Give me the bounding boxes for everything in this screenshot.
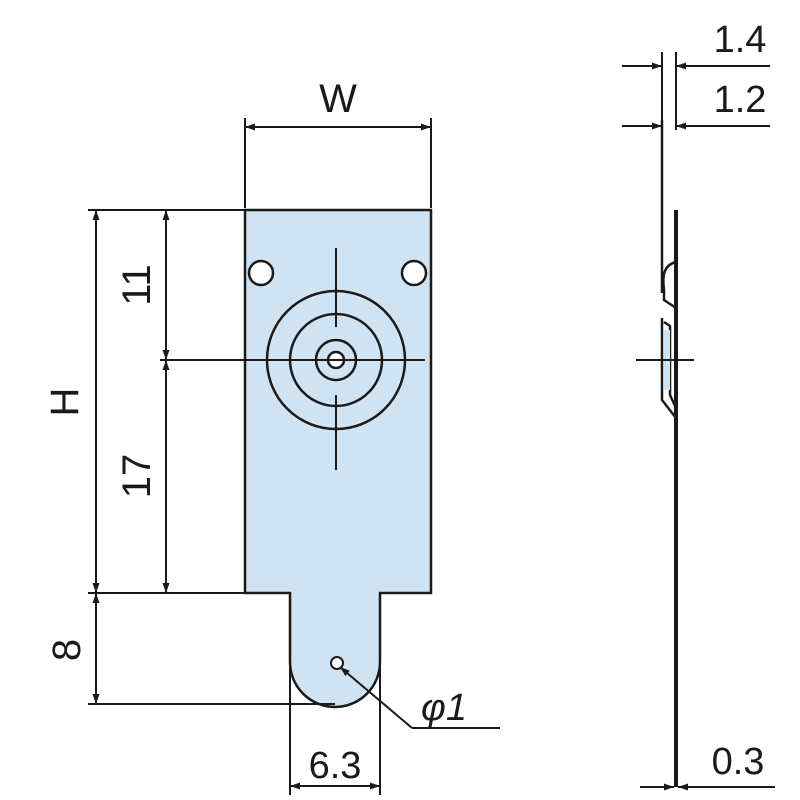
mounting-hole-left (247, 259, 275, 287)
side-view (636, 120, 694, 787)
hole-diameter-label: φ1 (421, 687, 467, 729)
thickness-1-2-label: 1.2 (714, 79, 767, 121)
width-label: W (319, 77, 357, 121)
dimension-thickness-top: 1.4 1.2 (622, 19, 770, 130)
dimension-thickness-bottom: 0.3 (640, 741, 775, 791)
thickness-0-3-label: 0.3 (712, 741, 765, 783)
dimension-6-3-label: 6.3 (309, 745, 362, 787)
dimension-width: W (244, 77, 432, 208)
dimension-17-label: 17 (115, 454, 159, 499)
thickness-1-4-label: 1.4 (714, 19, 767, 61)
tab-hole (330, 656, 344, 670)
dimension-8-label: 8 (45, 639, 89, 661)
plate-body (243, 208, 433, 709)
hole-diameter-callout: φ1 (339, 666, 500, 729)
dimension-tab-width: 6.3 (289, 665, 381, 795)
height-label: H (43, 388, 87, 417)
dimension-height-group: H 11 17 8 (43, 209, 335, 705)
front-view (160, 208, 433, 709)
mounting-hole-right (400, 259, 428, 287)
dimension-11-label: 11 (115, 264, 159, 306)
